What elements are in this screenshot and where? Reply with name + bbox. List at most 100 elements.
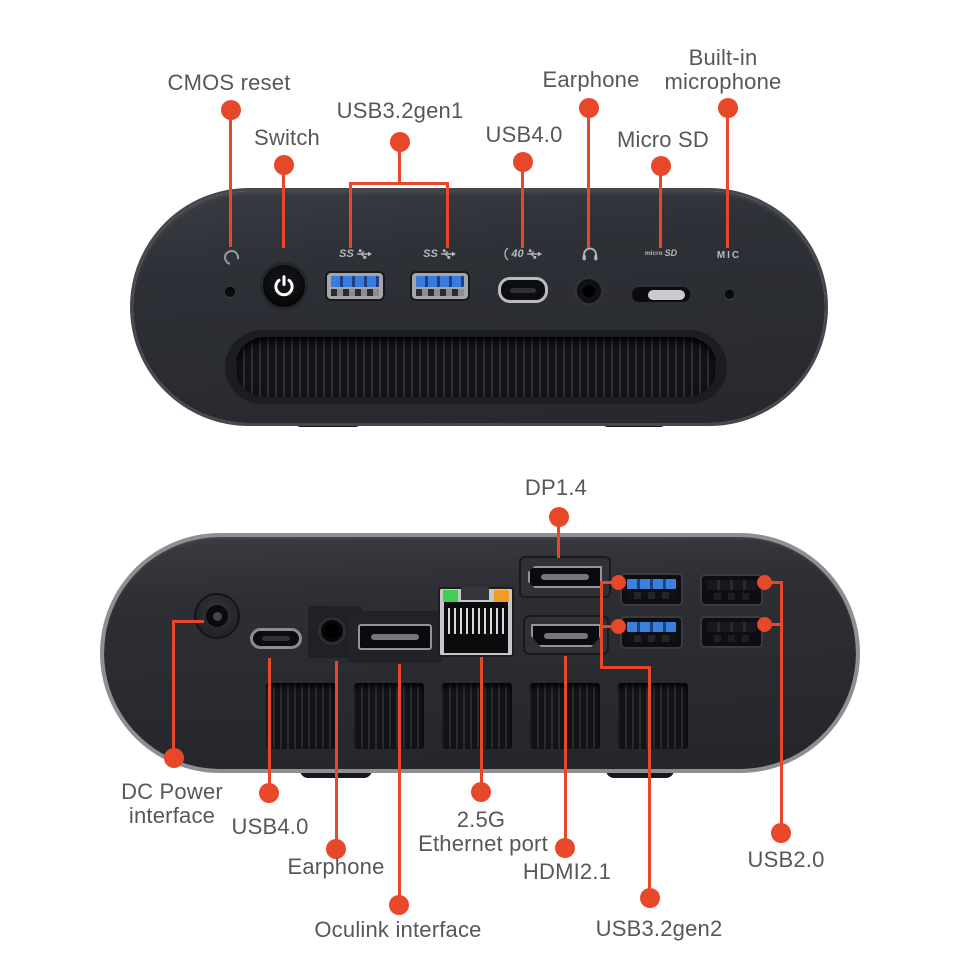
usb32gen2-leader: [648, 666, 651, 890]
callout-dp14: DP1.4: [524, 475, 588, 500]
callout-usb32gen1: USB3.2gen1: [336, 98, 464, 123]
dc-jack-pin: [212, 611, 222, 621]
builtin-mic-leader: [726, 115, 729, 248]
earphone-jack-front: [574, 276, 604, 306]
connector-bar: [541, 574, 589, 580]
usb-pins: [331, 289, 379, 296]
front-vent-grille: [235, 337, 717, 397]
power-icon: [274, 275, 294, 297]
callout-builtin-mic-line1: Built-in: [688, 45, 758, 70]
micro-sd-leader: [659, 173, 662, 248]
usb20-leader: [780, 581, 783, 825]
ethernet-dot: [471, 782, 491, 802]
hdmi21-port: [531, 624, 601, 647]
usb-c-slot: [509, 287, 537, 293]
usb4-40gbps-icon: 40: [495, 247, 551, 261]
callout-cmos-reset: CMOS reset: [167, 70, 291, 95]
usb20-port2-dot: [757, 617, 772, 632]
front-vent-recess: [225, 330, 727, 404]
usb20-stub2: [768, 623, 783, 626]
usb32gen2-port2-dot: [611, 619, 626, 634]
usb-tongue: [627, 622, 676, 632]
earphone-rear-leader: [335, 661, 338, 841]
callout-switch: Switch: [254, 125, 320, 150]
switch-dot: [274, 155, 294, 175]
usb4-rear-dot: [259, 783, 279, 803]
callout-dc-power-line1: DC Power: [121, 779, 223, 804]
micro-sd-card: [648, 289, 685, 300]
usb32gen2-dot: [640, 888, 660, 908]
dp14-leader: [557, 524, 560, 558]
earphone-front-dot: [579, 98, 599, 118]
ethernet-led-green: [443, 590, 458, 602]
rear-vent-3: [442, 683, 512, 749]
ethernet-leader: [480, 657, 483, 784]
oculink-leader: [398, 664, 401, 897]
usb-c-slot: [262, 636, 290, 641]
usb-pins: [707, 593, 756, 600]
usb32gen2-port-2: [620, 616, 683, 649]
arc-icon: [504, 247, 509, 261]
usb32gen2-stub2: [601, 625, 615, 628]
earphone-rear-dot: [326, 839, 346, 859]
cmos-reset-pinhole: [225, 287, 235, 297]
usb20-port-1: [700, 574, 763, 606]
usb4-front-dot: [513, 152, 533, 172]
earphone-front-leader: [587, 115, 590, 248]
builtin-mic-dot: [718, 98, 738, 118]
mini-pc-front-view: SS SS: [133, 191, 825, 423]
usb-pins: [627, 592, 676, 599]
callout-micro-sd: Micro SD: [616, 127, 710, 152]
connector-bar: [371, 634, 419, 640]
callout-ethernet-line1: 2.5G: [456, 807, 506, 832]
usb20-stub1: [768, 581, 783, 584]
cmos-reset-icon: [221, 247, 242, 268]
usb4-type-c-port: [498, 277, 548, 303]
usb20-port1-dot: [757, 575, 772, 590]
usb-trident-icon: [526, 249, 542, 259]
rear-vent-1: [266, 683, 336, 749]
callout-hdmi21: HDMI2.1: [522, 859, 612, 884]
usb32gen2-port-1: [620, 573, 683, 606]
power-button: [260, 262, 308, 310]
callout-usb4-rear: USB4.0: [231, 814, 309, 839]
usb-pins: [627, 635, 676, 642]
connector-bar: [544, 632, 588, 639]
micro-sd-slot: [632, 287, 690, 302]
callout-usb20: USB2.0: [747, 847, 825, 872]
usb32gen2-bracket-h: [600, 666, 651, 669]
callout-usb32gen2: USB3.2gen2: [595, 916, 723, 941]
usb-tongue: [331, 276, 379, 287]
usb32gen2-bracket-v: [600, 581, 603, 669]
rear-vent-5: [618, 683, 688, 749]
mic-label: MIC: [716, 250, 742, 261]
rear-vent-2: [354, 683, 424, 749]
dp14-dot: [549, 507, 569, 527]
ethernet-pins: [448, 608, 504, 634]
usb-pins: [707, 635, 756, 642]
jack-hole: [583, 285, 595, 297]
hdmi-dot: [555, 838, 575, 858]
oculink-dot: [389, 895, 409, 915]
usb-pins: [416, 289, 464, 296]
callout-usb4-front: USB4.0: [485, 122, 563, 147]
usb4-type-c-port-rear: [250, 628, 302, 649]
usb-tongue: [707, 580, 756, 590]
usb32gen2-stub1: [601, 581, 615, 584]
usb32gen1-dot: [390, 132, 410, 152]
usb-trident-icon: [440, 249, 456, 259]
callout-dc-power-line2: interface: [128, 803, 216, 828]
usb20-dot: [771, 823, 791, 843]
usb32gen1-leader: [398, 149, 401, 184]
callout-builtin-mic-line2: microphone: [664, 69, 782, 94]
callout-earphone-front: Earphone: [542, 67, 640, 92]
callout-earphone-rear: Earphone: [287, 854, 385, 879]
jack-hole: [325, 624, 339, 638]
micro-sd-dot: [651, 156, 671, 176]
usb32gen1-bracket: [349, 182, 449, 185]
usb32gen1-branch-right: [446, 184, 449, 248]
dc-jack-hole: [206, 605, 228, 627]
usb-tongue: [627, 579, 676, 589]
